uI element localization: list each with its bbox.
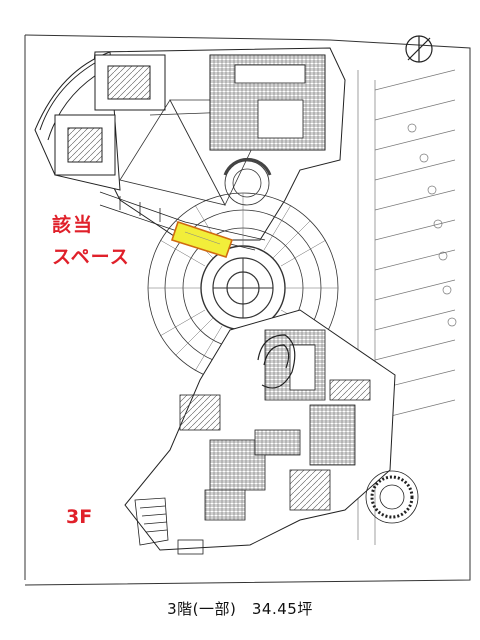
plan-caption: 3階(一部) 34.45坪: [167, 600, 313, 618]
entrance-steps: [134, 497, 204, 555]
service-block-lower: [179, 329, 371, 521]
service-block-upper: [209, 54, 326, 151]
floor-plan: [24, 34, 471, 586]
site-boundary: [24, 34, 471, 586]
parking-area: [357, 69, 457, 545]
pavilion-left: [39, 54, 166, 176]
floor-label: 3F: [66, 506, 93, 528]
target-space-label-2: スペース: [52, 246, 130, 268]
highlighted-space[interactable]: [170, 220, 234, 258]
target-space-label: 該当: [52, 214, 95, 236]
compass-icon: [405, 35, 433, 63]
roundabout: [365, 470, 419, 524]
spiral-stair: [257, 334, 296, 389]
